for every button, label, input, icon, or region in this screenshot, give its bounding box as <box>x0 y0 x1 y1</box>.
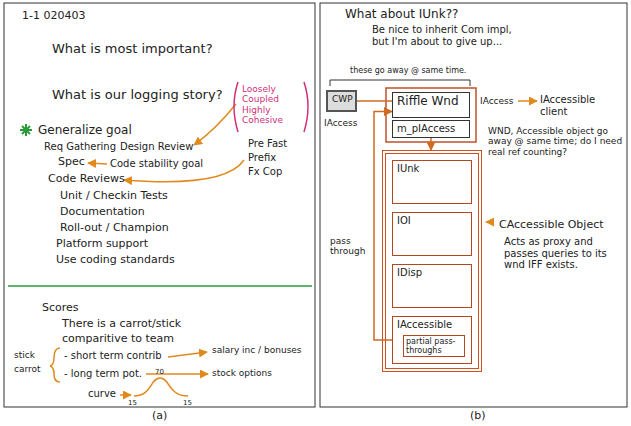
note-text: (a) <box>152 410 167 423</box>
note-text: stock options <box>212 368 272 378</box>
note-text: - short term contrib <box>64 350 162 362</box>
interface-box: IDisp <box>392 264 472 308</box>
note-text: Platform support <box>56 238 148 251</box>
box-text: CAccessible Object <box>499 219 604 232</box>
box-text: Riffle Wnd <box>397 95 459 109</box>
interface-box: CWP <box>326 90 357 112</box>
note-text: comparitive to team <box>62 333 174 346</box>
note-text: - long term pot. <box>64 368 142 380</box>
note-text: Pre Fast <box>248 138 287 150</box>
box-text: Acts as proxy and passes queries to its … <box>504 236 622 271</box>
note-text: Roll-out / Champion <box>60 222 169 235</box>
object-box: CAccessible ObjectActs as proxy and pass… <box>382 150 482 372</box>
separator-line <box>8 285 312 287</box>
note-text: carrot <box>14 364 41 374</box>
box-text: IOI <box>397 215 411 227</box>
note-text: What is our logging story? <box>52 88 223 103</box>
box-text: IUnk <box>397 163 419 175</box>
note-text: What is most important? <box>52 42 213 57</box>
arrow <box>120 394 131 396</box>
star-mark <box>20 124 32 136</box>
interface-box: IOI <box>392 212 472 256</box>
box-text: CWP <box>332 94 353 104</box>
note-text: (b) <box>470 410 486 423</box>
note-text: 1-1 020403 <box>22 10 85 23</box>
note-text: curve <box>88 388 116 400</box>
arrow <box>194 104 236 145</box>
note-text: Be nice to inherit Com impl, but I'm abo… <box>372 24 522 47</box>
note-text: What about IUnk?? <box>345 8 458 22</box>
brace <box>50 348 60 382</box>
note-text: There is a carrot/stick <box>62 318 181 331</box>
bracket <box>304 82 308 132</box>
note-text: salary inc / bonuses <box>212 345 310 355</box>
note-text: Unit / Checkin Tests <box>60 190 168 203</box>
box-text: m_pIAccess <box>397 123 455 135</box>
note-text: Design Review <box>120 141 193 153</box>
interface-box: IUnk <box>392 160 472 204</box>
arrow <box>486 221 494 223</box>
note-text: IAccess <box>480 96 513 106</box>
panel-frame <box>4 3 315 407</box>
note-text: Fx Cop <box>248 166 282 178</box>
note-text: 15 <box>128 399 137 407</box>
box-text: IAccessible <box>397 319 452 331</box>
arrow <box>518 100 537 102</box>
note-text: Req Gathering <box>44 141 116 153</box>
note-text: Loosely Coupled Highly Cohesive <box>242 84 302 125</box>
connector <box>357 100 392 102</box>
note-text: IAccessible client <box>540 94 620 117</box>
box-text: partial pass-throughs <box>403 335 465 357</box>
connector <box>430 138 432 150</box>
group-outline <box>386 88 476 142</box>
note-text: 15 <box>183 399 192 407</box>
bracket <box>234 82 238 132</box>
note-text: WND, Accessible object go away @ same ti… <box>488 126 623 157</box>
interface-box: IAccessible partial pass-throughs <box>392 316 472 364</box>
note-text: stick <box>14 350 35 360</box>
box-text: IDisp <box>397 267 422 279</box>
note-text: Spec <box>58 156 85 169</box>
arrow <box>168 352 207 357</box>
note-text: these go away @ same time. <box>350 66 466 75</box>
note-text: Documentation <box>60 206 145 219</box>
interface-box: Riffle Wnd <box>392 92 470 118</box>
bracket <box>330 80 470 86</box>
note-text: Code Reviews <box>48 173 125 186</box>
note-text: Prefix <box>248 152 276 164</box>
arrow <box>88 163 107 164</box>
note-text: IAccess <box>324 118 357 128</box>
bell-curve <box>134 378 188 396</box>
note-text: Scores <box>42 302 79 315</box>
panel-frame <box>320 3 627 407</box>
note-text: Code stability goal <box>110 158 203 170</box>
note-text: Use coding standards <box>56 254 175 267</box>
note-text: 70 <box>155 368 164 376</box>
note-text: pass through <box>330 236 368 257</box>
note-text: Generalize goal <box>38 124 132 138</box>
interface-box: m_pIAccess <box>392 120 470 138</box>
